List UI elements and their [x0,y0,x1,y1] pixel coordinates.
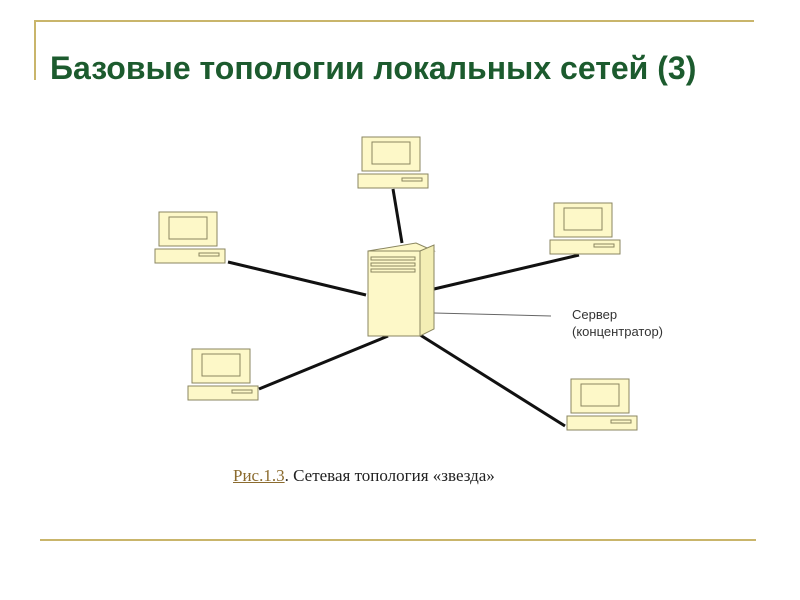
computer-icon [549,202,621,255]
link-server-pc-bottom-right [416,331,566,428]
slide-title: Базовые топологии локальных сетей (3) [50,50,697,86]
figure-reference-link[interactable]: Рис.1.3 [233,466,285,485]
computer-icon [187,348,259,401]
computer-icon [357,136,429,189]
link-server-pc-top [391,188,404,244]
frame-top-line [34,20,754,22]
server-label-line2: (концентратор) [572,324,664,339]
frame-left-line [34,20,36,80]
server-label-pointer [433,312,552,317]
server-tower-icon [367,242,436,337]
frame-bottom-line [40,539,756,541]
figure-caption: Рис.1.3. Сетевая топология «звезда» [233,466,495,486]
server-label: Сервер (концентратор) [572,306,663,340]
link-server-pc-top-right [433,253,580,291]
figure-caption-text: . Сетевая топология «звезда» [284,466,495,485]
server-label-line1: Сервер [572,307,618,322]
link-server-pc-bottom-left [258,334,389,391]
link-server-pc-left [227,260,367,297]
computer-icon [566,378,638,431]
computer-icon [154,211,226,264]
